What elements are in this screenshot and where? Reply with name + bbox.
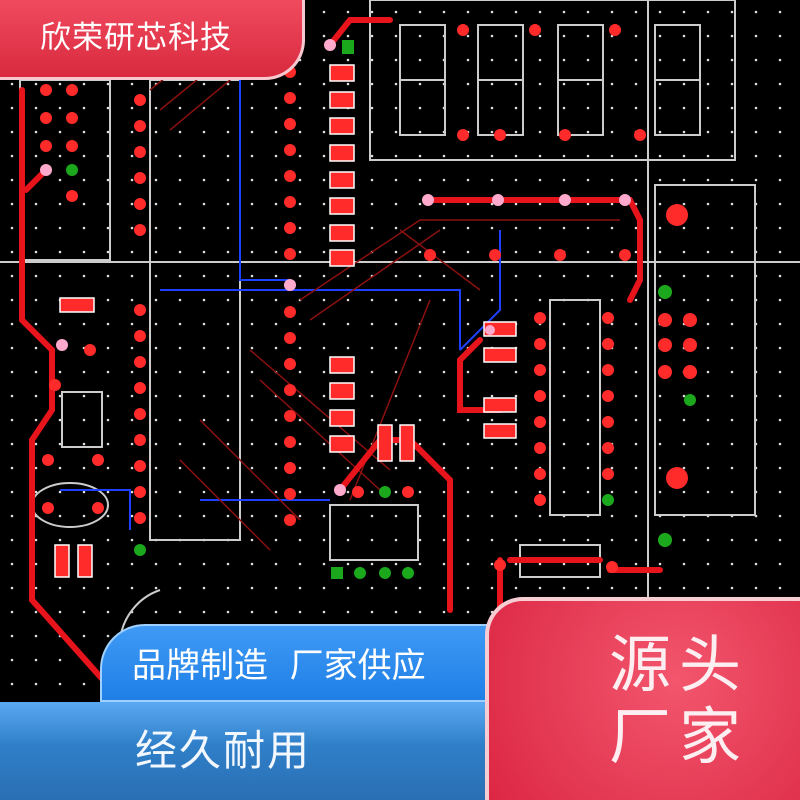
durability-text: 经久耐用 — [135, 726, 312, 775]
badge-line-1: 源头 — [609, 628, 750, 701]
durability-banner: 经久耐用 — [0, 702, 495, 800]
brand-banner: 欣荣研芯科技 — [0, 0, 305, 80]
source-factory-badge: 源头 厂家 — [485, 597, 800, 800]
badge-line-2: 厂家 — [609, 700, 750, 773]
feature-text: 品牌制造 厂家供应 — [132, 646, 426, 686]
brand-name: 欣荣研芯科技 — [40, 20, 232, 56]
